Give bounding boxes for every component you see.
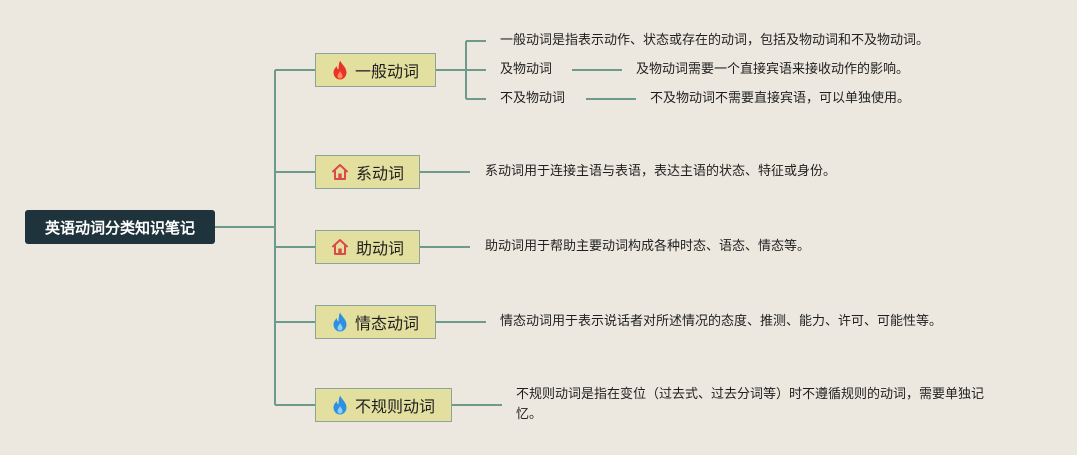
branch-label: 情态动词 [354,314,419,333]
branch-irregular-verbs[interactable]: 不规则动词 [315,388,452,422]
general-verbs-definition: 一般动词是指表示动作、状态或存在的动词，包括及物动词和不及物动词。 [500,33,930,48]
branch-label: 不规则动词 [354,397,435,416]
branch-modal-verbs[interactable]: 情态动词 [315,305,436,339]
branch-label: 一般动词 [354,62,419,81]
root-node[interactable]: 英语动词分类知识笔记 [25,210,215,244]
irregular-verbs-definition: 不规则动词是指在变位（过去式、过去分词等）时不遵循规则的动词，需要单独记忆。 [516,387,985,422]
modal-verbs-definition: 情态动词用于表示说话者对所述情况的态度、推测、能力、许可、可能性等。 [500,314,943,329]
house-icon [331,239,348,255]
root-label: 英语动词分类知识笔记 [44,218,195,237]
house-icon [331,164,348,180]
transitive-verbs-definition: 及物动词需要一个直接宾语来接收动作的影响。 [636,62,910,77]
auxiliary-verbs-definition: 助动词用于帮助主要动词构成各种时态、语态、情态等。 [485,239,811,254]
linking-verbs-definition: 系动词用于连接主语与表语，表达主语的状态、特征或身份。 [485,164,837,179]
branch-label: 助动词 [355,239,404,258]
branch-auxiliary-verbs[interactable]: 助动词 [315,230,420,264]
fire-icon [333,312,347,332]
branch-label: 系动词 [355,164,404,183]
branch-linking-verbs[interactable]: 系动词 [315,155,420,189]
intransitive-verbs-definition: 不及物动词不需要直接宾语，可以单独使用。 [650,91,911,106]
branch-general-verbs[interactable]: 一般动词 [315,53,436,87]
fire-icon [333,395,347,415]
fire-icon [333,60,347,80]
intransitive-verbs-label[interactable]: 不及物动词 [500,91,566,106]
transitive-verbs-label[interactable]: 及物动词 [500,62,553,77]
